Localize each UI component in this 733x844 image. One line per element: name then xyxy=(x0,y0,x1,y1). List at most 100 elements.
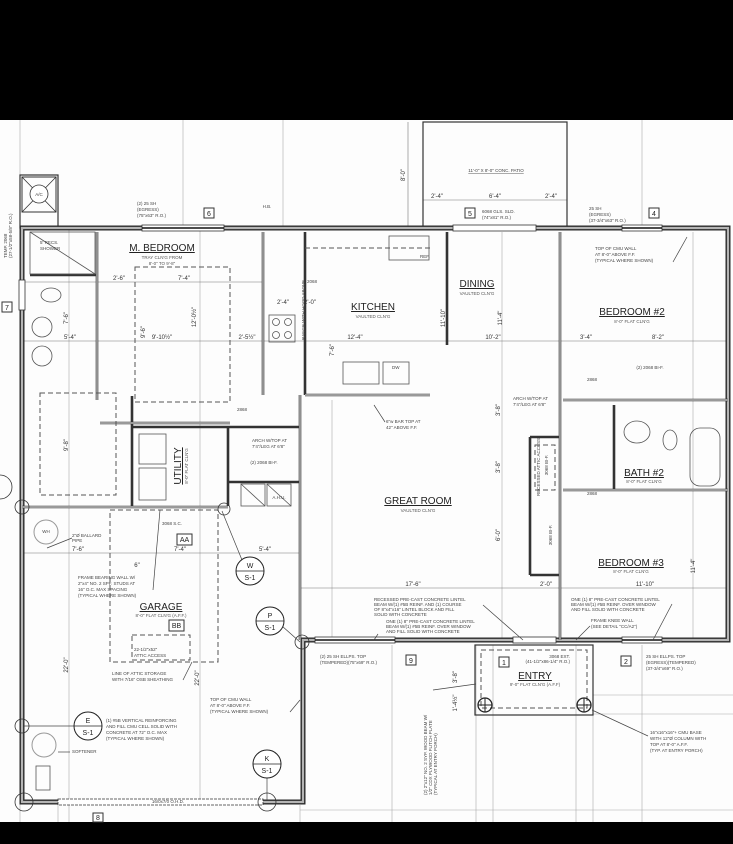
svg-text:(2) 2"x12" NO. 2 SYP. WOOD BEA: (2) 2"x12" NO. 2 SYP. WOOD BEAM W/1/2" C… xyxy=(423,714,438,795)
note-line: (1) #5B VERTICAL REINFORCING xyxy=(106,718,177,723)
dimension: 6'-0" xyxy=(496,529,502,541)
note-line: BEAM W/(1) #5B REINF. OVER WINDOW xyxy=(386,624,472,629)
room-name: M. BEDROOM xyxy=(129,243,195,254)
interior-walls xyxy=(22,232,728,640)
section-letter: P xyxy=(268,613,273,620)
note-line: SHOWER xyxy=(40,246,61,251)
drawing-background xyxy=(0,120,733,822)
door-label: 2068 xyxy=(307,279,318,284)
dimension: 5'-4" xyxy=(259,547,271,553)
svg-text:ONE (1) 8" PRE-CAST CONCRETE L: ONE (1) 8" PRE-CAST CONCRETE LINTELBEAM … xyxy=(386,619,475,634)
section-marker-p: P S-1 xyxy=(255,606,285,636)
note-line: WITH 7/16" OSB SHEATHING xyxy=(112,677,174,682)
window-tag: 6 xyxy=(207,211,211,218)
section-marker-k: K S-1 xyxy=(252,749,282,779)
note-line: PIPE xyxy=(72,538,82,543)
dimension: 7'-4" xyxy=(174,547,186,553)
section-sheet: S-1 xyxy=(265,625,276,632)
note-line: 2"x4" NO. 2 SPF. STUDS AT xyxy=(78,581,135,586)
section-letter: E xyxy=(86,718,91,725)
note-line: (TYPICAL WHERE SHOWN) xyxy=(78,593,137,598)
detail-tag: AA xyxy=(180,537,190,544)
dimension: 11'-4" xyxy=(691,559,697,574)
note-line: (2) 25 SH ELLPS. TOP xyxy=(320,654,366,659)
door-label: 2868 xyxy=(237,407,248,412)
room-label-dining: DINING VAULTED CLN'G xyxy=(460,279,495,296)
dimension: 5'-4" xyxy=(64,335,76,341)
attic-access-hatch xyxy=(131,634,191,661)
room-ceiling-note: 8'-0" FLAT CLN'G xyxy=(184,448,189,484)
fixtures xyxy=(29,231,721,791)
detail-tag: BB xyxy=(172,623,182,630)
section-sheet: S-1 xyxy=(262,768,273,775)
bifold-door-label: (2) 2068 BI-F. xyxy=(250,460,277,465)
dimension: 11'-4" xyxy=(498,311,504,326)
svg-text:ARCH W/TOP AT7'4"/LEG AT 6'8": ARCH W/TOP AT7'4"/LEG AT 6'8" xyxy=(252,438,287,449)
door-3068-sc-label: 3068 S.C. xyxy=(162,521,182,526)
note-line: ARCH W/TOP AT xyxy=(513,396,548,401)
room-name: ENTRY xyxy=(518,671,552,682)
dishwasher-label: DW xyxy=(392,365,400,370)
note-line: AND FILL CMU CELL SOLID WITH xyxy=(106,724,177,729)
svg-text:TEMP. 2068(27-1/2"x58-5/8" R.O: TEMP. 2068(27-1/2"x58-5/8" R.O.) xyxy=(3,213,13,258)
room-name: BATH #2 xyxy=(624,468,664,479)
note-line: FRAME BEARING WALL W/ xyxy=(78,575,136,580)
dimension: 17'-6" xyxy=(405,582,420,588)
note-line: AND FILL SOLID WITH CONCRETE xyxy=(386,629,460,634)
tray-ceiling-line xyxy=(134,266,231,403)
dimension: 2'-6" xyxy=(113,276,125,282)
hose-bib-label: H.B. xyxy=(263,204,272,209)
dimension: 6" xyxy=(134,563,139,569)
note-line: CONCRETE AT 72" O.C. MAX xyxy=(106,730,167,735)
dimension: 2'-4" xyxy=(431,194,443,200)
dimension: 11'-10" xyxy=(636,582,654,588)
overhead-door-label: 16/0x7/0 O.H.D. xyxy=(152,799,184,804)
note-line: 25 SH ELLPS. TOP xyxy=(646,654,685,659)
svg-text:ARCH W/TOP AT7'4"/LEG AT 6'8": ARCH W/TOP AT7'4"/LEG AT 6'8" xyxy=(513,396,548,407)
note-line: 5' RECS. xyxy=(40,240,58,245)
note-line: TOP OF CMU WALL xyxy=(595,246,637,251)
note-line: ARCH W/TOP AT xyxy=(252,438,287,443)
svg-text:(2) 25 SH ELLPS. TOP(TEMPERED): (2) 25 SH ELLPS. TOP(TEMPERED)(75"x69" R… xyxy=(320,654,377,665)
note-line: FRAME KNEE WALL xyxy=(591,618,634,623)
refrigerator-label: REF. xyxy=(420,254,430,259)
note-line: (TYP. AT ENTRY PORCH) xyxy=(650,748,703,753)
svg-text:22-1/2"x52"ATTIC ACCESS: 22-1/2"x52"ATTIC ACCESS xyxy=(134,647,166,658)
note-line: 2"Ø BALLARD xyxy=(72,533,102,538)
note-line: (2) 25 SH xyxy=(137,201,156,206)
note-line: OF 8"x4"x16" LINTEL BLOCK AND FILL xyxy=(374,607,455,612)
note-line: (TYPICAL AT ENTRY PORCH) xyxy=(433,733,438,795)
bifold-door-label: 3068 BI-F. xyxy=(544,455,549,476)
note-line: (2) 2"x12" NO. 2 SYP. WOOD BEAM W/ xyxy=(423,714,428,795)
room-name: GREAT ROOM xyxy=(384,496,451,507)
section-letter: K xyxy=(265,756,270,763)
door-label: 2868 xyxy=(587,377,598,382)
dimension: 2'-4" xyxy=(277,300,289,306)
svg-text:3068 EXT.(41-1/2"x86-1/4" R.O.: 3068 EXT.(41-1/2"x86-1/4" R.O.) xyxy=(526,654,571,664)
dimension: 9'-6" xyxy=(141,326,147,338)
dimension: 22'-0" xyxy=(64,657,70,672)
note-line: ONE (1) 8" PRE-CAST CONCRETE LINTEL xyxy=(571,597,660,602)
room-ceiling-note: 8'-0" FLAT CLN'G (A.F.F.) xyxy=(136,613,187,618)
room-name: UTILITY xyxy=(173,447,184,485)
grid-lines xyxy=(19,120,733,822)
recessed-attic-access xyxy=(534,444,556,491)
range-label: RANGE WITH HOOD ABOVE xyxy=(301,280,306,340)
room-ceiling-note: VAULTED CLN'G xyxy=(356,314,391,319)
dimension: 9'-8" xyxy=(64,439,70,451)
note-line: (EGRESS) xyxy=(589,212,611,217)
window-tag: 9 xyxy=(409,658,413,665)
note-line: (TYPICAL WHERE SHOWN) xyxy=(595,258,654,263)
entry-porch xyxy=(474,644,594,716)
dimension: 8'-0" xyxy=(401,169,407,181)
note-line: (74"x81" R.O.) xyxy=(482,215,511,220)
note-line: TEMP. 2068 xyxy=(3,233,8,258)
room-label-bedroom-2: BEDROOM #2 8'-0" FLAT CLN'G xyxy=(599,307,665,324)
note-line: 7'4"/LEG AT 6'8" xyxy=(513,402,546,407)
note-line: (37-3/4"x63" R.O.) xyxy=(589,218,626,223)
note-line: AT 8'-0" ABOVE F.F. xyxy=(595,252,635,257)
svg-text:(2) 25 SH(EGRESS)(75"x63" R.O.: (2) 25 SH(EGRESS)(75"x63" R.O.) xyxy=(137,201,166,218)
